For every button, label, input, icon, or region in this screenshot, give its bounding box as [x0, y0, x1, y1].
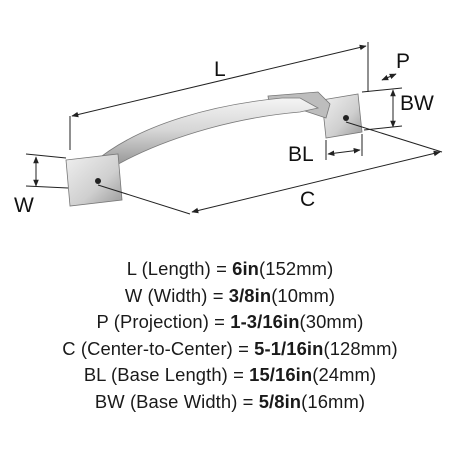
label-w: W [14, 194, 34, 217]
spec-value: 1-3/16in [230, 311, 300, 333]
left-screw-hole [95, 178, 101, 184]
spec-value: 5/8in [258, 390, 302, 412]
left-base-plate [65, 153, 123, 207]
spec-symbol: BW [94, 390, 125, 412]
dimension-diagram: L P BW BL W C [14, 42, 443, 217]
spec-description: (Base Width) = [129, 390, 254, 412]
spec-description: (Width) = [147, 284, 224, 306]
right-screw-hole [343, 115, 349, 121]
label-c: C [300, 188, 315, 211]
spec-metric: (24mm) [312, 364, 377, 386]
spec-symbol: P [96, 311, 109, 333]
spec-symbol: C [62, 337, 76, 359]
specification-list: L (Length) = 6in(152mm)W (Width) = 3/8in… [0, 256, 460, 416]
spec-description: (Base Length) = [111, 364, 244, 386]
spec-metric: (152mm) [259, 258, 334, 279]
spec-metric: (16mm) [301, 390, 366, 412]
spec-symbol: L [126, 258, 137, 279]
handle-bar [91, 97, 320, 171]
spec-row-bl: BL (Base Length) = 15/16in(24mm) [0, 362, 460, 389]
spec-metric: (10mm) [271, 284, 336, 306]
spec-row-c: C (Center-to-Center) = 5-1/16in(128mm) [0, 336, 460, 363]
spec-metric: (128mm) [323, 337, 398, 359]
spec-value: 5-1/16in [254, 337, 324, 359]
spec-metric: (30mm) [299, 311, 364, 333]
spec-row-p: P (Projection) = 1-3/16in(30mm) [0, 309, 460, 336]
right-base-plate [321, 93, 363, 139]
label-bw: BW [400, 92, 434, 115]
spec-description: (Length) = [141, 258, 227, 279]
spec-symbol: W [124, 284, 143, 306]
spec-value: 15/16in [249, 364, 313, 386]
spec-row-bw: BW (Base Width) = 5/8in(16mm) [0, 389, 460, 416]
spec-row-l: L (Length) = 6in(152mm) [0, 256, 460, 283]
label-l: L [214, 58, 226, 81]
spec-value: 6in [232, 258, 260, 279]
spec-value: 3/8in [228, 284, 272, 306]
spec-row-w: W (Width) = 3/8in(10mm) [0, 283, 460, 310]
spec-symbol: BL [83, 364, 106, 386]
dimension-lines [25, 42, 443, 215]
label-p: P [396, 50, 410, 73]
label-bl: BL [288, 143, 314, 166]
spec-description: (Center-to-Center) = [80, 337, 249, 359]
spec-description: (Projection) = [113, 311, 226, 333]
